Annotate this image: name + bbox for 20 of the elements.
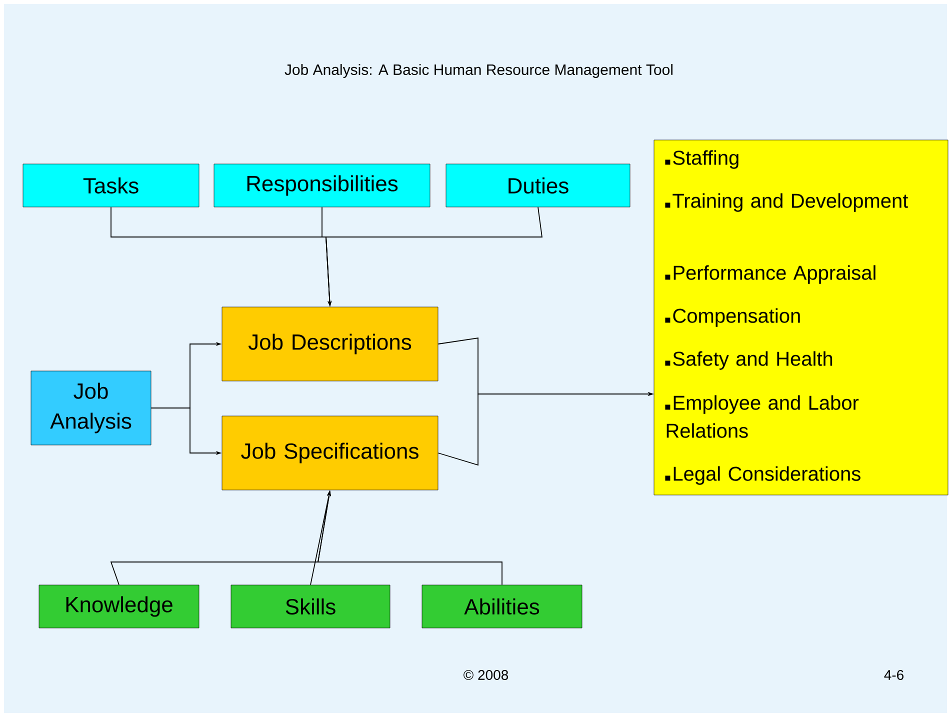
list-item: Training and Development (665, 193, 908, 212)
topic-box: Skills (230, 584, 390, 628)
topic-box: Responsibilities (214, 164, 430, 208)
process-box: Job Specifications (222, 416, 438, 490)
topic-box: Knowledge (38, 584, 200, 628)
list-box (654, 140, 948, 496)
list-item: Staffing (665, 150, 738, 169)
topic-box: Abilities (422, 584, 582, 628)
process-box: Job Analysis (30, 370, 152, 446)
list-item: Safety and Health (665, 351, 832, 370)
list-item: Legal Considerations (665, 466, 860, 485)
footer-text: 4-6 (884, 670, 904, 680)
footer-text: © 2008 (464, 670, 508, 680)
list-item: Performance Appraisal (665, 265, 876, 284)
list-item: Compensation (665, 308, 800, 327)
process-box: Job Descriptions (222, 306, 438, 382)
topic-box: Duties (446, 164, 630, 208)
list-item: Employee and Labor Relations (665, 395, 859, 438)
topic-box: Tasks (22, 164, 200, 208)
slide-title: Job Analysis: A Basic Human Resource Management Tool (284, 64, 672, 78)
